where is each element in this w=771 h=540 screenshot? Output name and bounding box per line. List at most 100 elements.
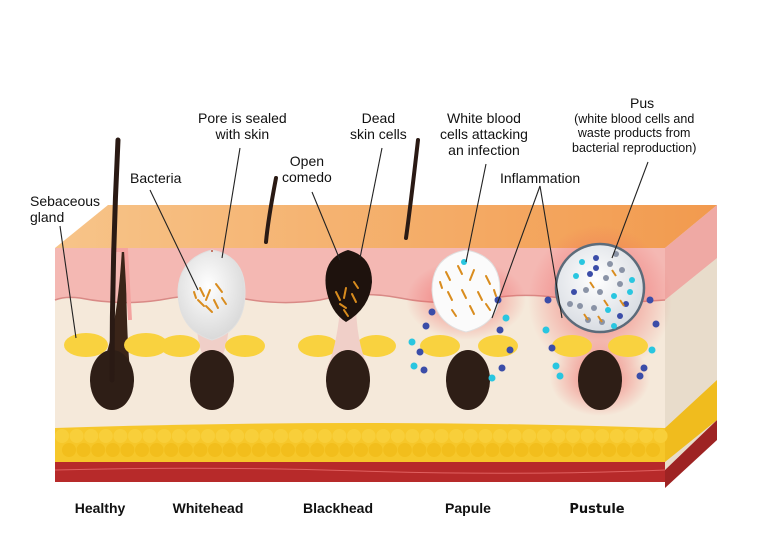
pus-cell bbox=[593, 255, 599, 261]
fat-globule bbox=[324, 443, 339, 457]
fat-globule bbox=[529, 443, 544, 457]
pus-cell bbox=[573, 273, 579, 279]
label-sebaceous-gland: Sebaceous gland bbox=[30, 193, 100, 225]
white-blood-cell bbox=[410, 362, 418, 370]
fat-globule bbox=[595, 429, 610, 443]
fat-globule bbox=[522, 429, 537, 443]
fat-globule bbox=[91, 443, 106, 457]
stage-whitehead: Whitehead bbox=[172, 500, 244, 516]
blackhead-plug bbox=[325, 250, 372, 322]
fat-globule bbox=[514, 443, 529, 457]
fat-globule bbox=[441, 443, 456, 457]
fat-globule bbox=[317, 429, 332, 443]
fat-globule bbox=[113, 429, 128, 443]
pus-cell bbox=[597, 289, 603, 295]
fat-globule bbox=[397, 443, 412, 457]
fat-globule bbox=[456, 443, 471, 457]
white-blood-cell bbox=[488, 374, 496, 382]
fat-globule bbox=[580, 429, 595, 443]
fat-cells bbox=[55, 429, 668, 457]
fat-globule bbox=[259, 429, 274, 443]
label-pore-sealed: Pore is sealed with skin bbox=[198, 110, 287, 142]
label-pore-line2: with skin bbox=[215, 126, 270, 143]
label-sebaceous-line1: Sebaceous bbox=[30, 193, 101, 209]
fat-globule bbox=[602, 443, 617, 457]
pus-cell bbox=[623, 301, 629, 307]
label-bacteria: Bacteria bbox=[130, 170, 182, 186]
leader-lines bbox=[59, 147, 649, 339]
fat-globule bbox=[631, 443, 646, 457]
fat-globule bbox=[201, 429, 215, 443]
pus-bacterium bbox=[597, 315, 603, 323]
papule-follicle bbox=[406, 249, 526, 410]
label-open-comedo: Open comedo bbox=[282, 153, 332, 185]
white-blood-cell bbox=[552, 362, 560, 370]
fat-globule bbox=[347, 429, 361, 443]
white-blood-cell bbox=[548, 344, 556, 352]
blackhead-follicle bbox=[298, 250, 396, 410]
fat-globule bbox=[616, 443, 631, 457]
pus-cell bbox=[627, 289, 633, 295]
fat-globule bbox=[361, 429, 376, 443]
pus-bacterium bbox=[611, 269, 617, 277]
label-inflammation: Inflammation bbox=[500, 170, 581, 186]
fat-globule bbox=[76, 443, 91, 457]
fat-globule bbox=[251, 443, 266, 457]
pus-bacterium bbox=[583, 313, 589, 321]
fat-globule bbox=[135, 443, 149, 457]
white-blood-cell bbox=[422, 322, 430, 330]
pus-cell bbox=[567, 301, 573, 307]
fat-globule bbox=[354, 443, 368, 457]
white-blood-cell bbox=[648, 346, 656, 354]
fat-globule bbox=[208, 443, 222, 457]
pus-cell bbox=[619, 267, 625, 273]
pus-cell bbox=[617, 313, 623, 319]
fat-globule bbox=[339, 443, 354, 457]
fat-globule bbox=[244, 429, 259, 443]
label-pus-line1: (white blood cells and bbox=[574, 112, 695, 126]
fat-globule bbox=[573, 443, 587, 457]
pus-cell bbox=[583, 287, 589, 293]
label-pore-line1: Pore is sealed bbox=[198, 110, 287, 126]
healthy-follicle bbox=[64, 137, 168, 410]
papule-plug bbox=[431, 249, 501, 333]
pus-cell bbox=[607, 261, 613, 267]
fat-globule bbox=[120, 443, 135, 457]
fat-globule bbox=[171, 429, 186, 443]
fat-globule bbox=[310, 443, 325, 457]
label-dead-line2: skin cells bbox=[350, 126, 407, 143]
white-blood-cell bbox=[636, 372, 644, 380]
fat-globule bbox=[266, 443, 281, 457]
pus-cell bbox=[587, 271, 593, 277]
fat-globule bbox=[149, 443, 164, 457]
fat-globule bbox=[478, 429, 493, 443]
pus-cell bbox=[593, 265, 599, 271]
whitehead-follicle bbox=[160, 249, 265, 410]
fat-globule bbox=[646, 443, 660, 457]
pus-cell bbox=[591, 305, 597, 311]
pustule-pus-sac bbox=[554, 242, 646, 334]
fat-globule bbox=[105, 443, 120, 457]
pus-cell bbox=[577, 303, 583, 309]
fat-globule bbox=[98, 429, 113, 443]
white-blood-cell bbox=[502, 314, 510, 322]
fat-globule bbox=[653, 429, 668, 443]
label-white-blood: White blood cells attacking an infection bbox=[440, 110, 528, 158]
fat-globule bbox=[55, 429, 69, 443]
fat-globule bbox=[507, 429, 522, 443]
stage-blackhead: Blackhead bbox=[302, 500, 374, 516]
pus-cell bbox=[617, 281, 623, 287]
fat-globule bbox=[566, 429, 580, 443]
fat-globule bbox=[493, 429, 507, 443]
skin-top-surface bbox=[55, 205, 717, 248]
label-pus-title: Pus bbox=[630, 95, 655, 111]
fat-globule bbox=[274, 429, 288, 443]
fat-globule bbox=[551, 429, 566, 443]
pustule-white-blood-cells bbox=[542, 296, 660, 380]
fat-globule bbox=[543, 443, 558, 457]
white-blood-cell bbox=[496, 326, 504, 334]
surface-hair-1 bbox=[264, 176, 278, 244]
stage-papule: Papule bbox=[445, 500, 491, 516]
papule-white-blood-cells bbox=[408, 296, 514, 382]
